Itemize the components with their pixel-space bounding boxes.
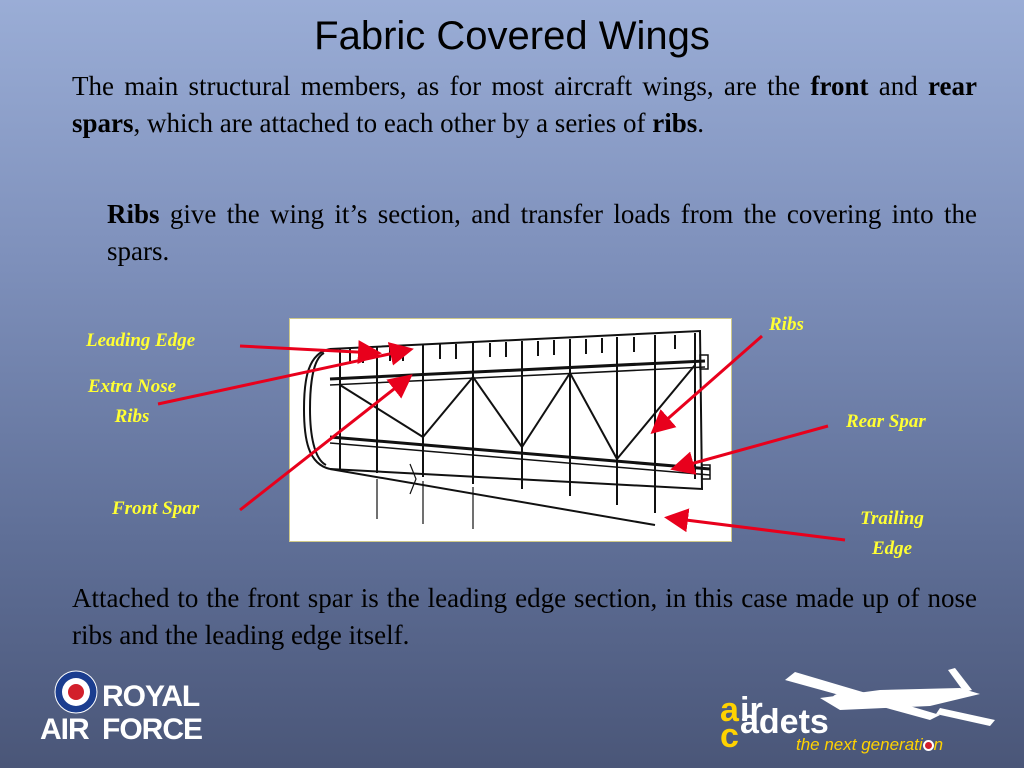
glider-aircraft-icon xyxy=(785,668,995,726)
raf-wordmark-force: FORCE xyxy=(102,713,203,746)
arrow-extra-nose-ribs xyxy=(157,342,414,406)
slide-title: Fabric Covered Wings xyxy=(314,14,710,58)
label-trailing-edge-line1: Trailing xyxy=(860,508,924,529)
label-extra-nose-ribs-line1: Extra Nose xyxy=(87,376,177,397)
tagline-end: n xyxy=(933,735,944,754)
arrow-ribs xyxy=(650,334,763,434)
arrow-rear-spar xyxy=(670,424,829,475)
tagline-text: the next generati xyxy=(796,735,923,754)
arrow-front-spar xyxy=(239,374,413,512)
cadets-letters-ir: ir xyxy=(740,691,763,729)
raf-logo: ROYAL AIR FORCE xyxy=(40,668,210,748)
label-extra-nose-ribs-line2: Ribs xyxy=(114,406,150,427)
label-leading-edge: Leading Edge xyxy=(86,330,196,351)
wing-structure-drawing xyxy=(302,329,711,529)
raf-wordmark-royal: ROYAL xyxy=(102,680,200,713)
cadets-letter-a: a xyxy=(720,691,739,729)
roundel-o-icon xyxy=(922,740,934,751)
arrow-leading-edge xyxy=(239,340,382,365)
label-front-spar: Front Spar xyxy=(112,498,200,519)
raf-wordmark-air: AIR xyxy=(40,713,90,746)
paragraph-leading-edge: Attached to the front spar is the leadin… xyxy=(72,583,977,650)
arrow-trailing-edge xyxy=(664,508,846,542)
paragraph-spars: The main structural members, as for most… xyxy=(72,71,978,138)
label-rear-spar: Rear Spar xyxy=(846,411,926,432)
label-trailing-edge: Trailing Edge xyxy=(842,504,942,564)
label-trailing-edge-line2: Edge xyxy=(871,538,913,559)
label-ribs: Ribs xyxy=(769,314,804,335)
tagline: the next generati n xyxy=(796,735,943,755)
cadets-word-adets: adets xyxy=(740,703,829,741)
label-extra-nose-ribs: Extra Nose Ribs xyxy=(72,372,192,432)
air-cadets-logo: a ir c adets xyxy=(720,655,1020,763)
cadets-letter-c: c xyxy=(720,717,739,755)
raf-roundel-icon xyxy=(54,670,98,714)
paragraph-ribs: Ribs give the wing it’s section, and tra… xyxy=(107,199,977,266)
